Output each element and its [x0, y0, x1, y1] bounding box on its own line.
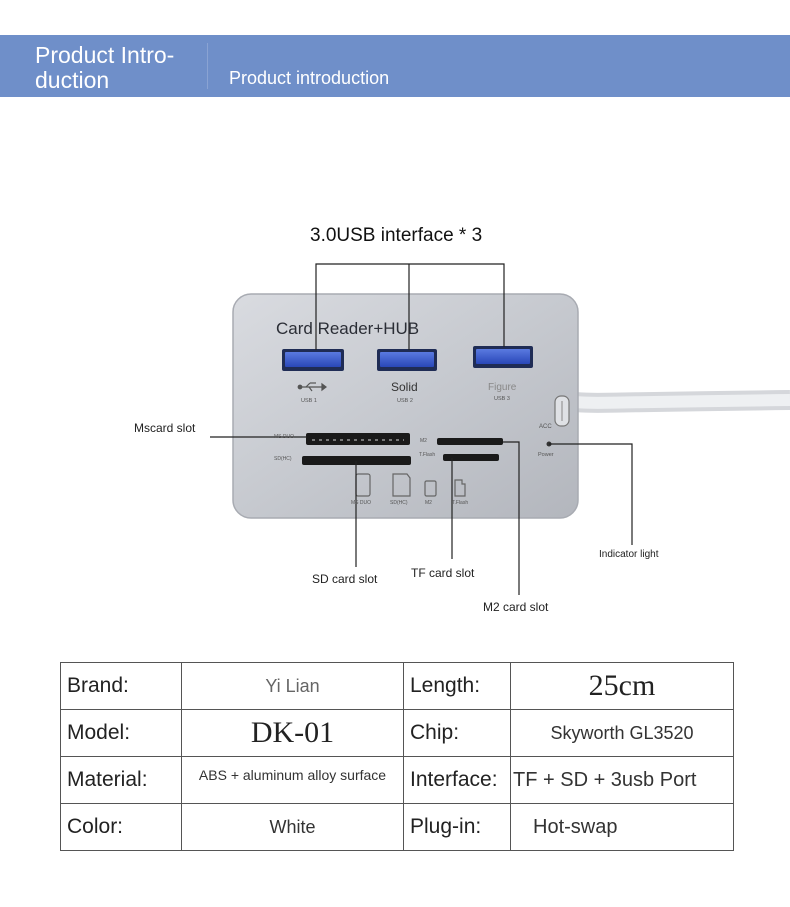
device-label: Card Reader+HUB	[276, 319, 419, 338]
usb-port-2-caption: Solid	[391, 380, 418, 394]
usb-port-1-sublabel: USB 1	[301, 398, 317, 404]
tflash-icon-label: T.Flash	[452, 500, 468, 506]
spec-label-color: Color:	[60, 803, 182, 851]
usb-symbol-icon	[297, 382, 327, 392]
mscard-slot-callout: Mscard slot	[134, 421, 196, 435]
ms-duo-icon-label: MS DUO	[351, 500, 371, 506]
usb-port-3-caption: Figure	[488, 382, 517, 393]
m2-card-slot-callout: M2 card slot	[483, 600, 549, 614]
ms-duo-slot-label: MS DUO	[274, 434, 294, 440]
m2-card-icon	[424, 480, 437, 497]
indicator-leader-line	[549, 443, 633, 545]
sdhc-slot-label: SD(HC)	[274, 456, 292, 462]
spec-value-color: White	[181, 803, 404, 851]
spec-value-length: 25cm	[510, 662, 734, 710]
spec-label-brand: Brand:	[60, 662, 182, 710]
usb-port-1	[282, 349, 344, 371]
sd-card-slot-callout: SD card slot	[312, 572, 378, 586]
usb-interface-heading: 3.0USB interface * 3	[310, 225, 483, 246]
spec-label-plugin: Plug-in:	[403, 803, 511, 851]
page-title: Product Intro-duction	[35, 42, 175, 93]
indicator-light-callout: Indicator light	[599, 549, 659, 560]
spec-label-chip: Chip:	[403, 709, 511, 757]
m2-card-slot	[437, 438, 503, 445]
usb-port-2-sublabel: USB 2	[397, 398, 413, 404]
table-row: Color: White Plug-in: Hot-swap	[60, 803, 734, 851]
spec-value-plugin: Hot-swap	[510, 803, 734, 851]
spec-label-material: Material:	[60, 756, 182, 804]
sdhc-icon-label: SD(HC)	[390, 500, 408, 506]
usb-port-2	[377, 349, 437, 371]
usb-port-3-sublabel: USB 3	[494, 396, 510, 402]
spec-label-interface: Interface:	[403, 756, 511, 804]
spec-value-interface: TF + SD + 3usb Port	[510, 756, 734, 804]
header-banner: Product Intro-duction Product introducti…	[0, 35, 790, 97]
spec-label-length: Length:	[403, 662, 511, 710]
acc-label: ACC	[539, 424, 552, 430]
power-label: Power	[538, 452, 554, 458]
spec-value-model: DK-01	[181, 709, 404, 757]
usb-cable	[574, 390, 790, 413]
table-row: Model: DK-01 Chip: Skyworth GL3520	[60, 709, 734, 757]
usb-port-3	[473, 346, 533, 368]
m2-icon-label: M2	[425, 500, 432, 506]
spec-value-chip: Skyworth GL3520	[510, 709, 734, 757]
sd-card-slot	[302, 456, 411, 465]
banner-divider	[207, 43, 208, 89]
m2-slot-label: M2	[420, 438, 427, 444]
table-row: Material: ABS + aluminum alloy surface I…	[60, 756, 734, 804]
spec-value-material: ABS + aluminum alloy surface	[181, 756, 404, 804]
spec-value-brand: Yi Lian	[181, 662, 404, 710]
sd-card-icon	[392, 473, 411, 497]
page-subtitle: Product introduction	[229, 68, 390, 88]
tf-card-slot-callout: TF card slot	[411, 566, 475, 580]
m2-leader-line	[503, 441, 520, 595]
table-row: Brand: Yi Lian Length: 25cm	[60, 662, 734, 710]
tf-card-slot	[443, 454, 499, 461]
product-illustration: Card Reader+HUB Solid Figure USB 1 USB 2…	[210, 263, 790, 595]
spec-label-model: Model:	[60, 709, 182, 757]
tflash-slot-label: T.Flash	[419, 452, 435, 458]
usb-bracket-lines	[315, 263, 505, 350]
spec-table: Brand: Yi Lian Length: 25cm Model: DK-01…	[60, 662, 734, 851]
ms-card-slot	[306, 433, 410, 445]
tflash-card-icon	[454, 479, 466, 497]
